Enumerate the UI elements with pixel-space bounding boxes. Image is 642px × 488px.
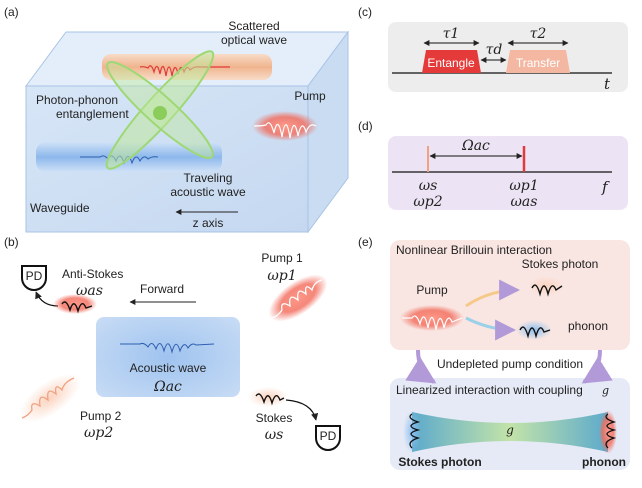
photon-phonon-label: Photon-phonon — [36, 93, 118, 107]
linearized-label: Linearized interaction with coupling — [396, 383, 583, 397]
entanglement-label: entanglement — [56, 107, 129, 121]
bottom-stokes-packet — [409, 413, 421, 449]
pd-left-detector — [21, 265, 47, 291]
pd-right-label: PD — [320, 429, 337, 443]
panel-e-tag: (e) — [358, 235, 373, 249]
omega-as-label-b: ωas — [76, 283, 103, 299]
omega-s-label-d: ωs — [419, 178, 438, 194]
pd-left-label: PD — [26, 269, 43, 283]
z-axis-label: z axis — [193, 216, 224, 230]
panel-c: (c) Entangle Transfer τ1 τ2 τd t — [358, 5, 628, 93]
taud-label: τd — [486, 42, 503, 58]
optical-wave-label: optical wave — [221, 33, 287, 47]
panel-d: (d) Ωac ωs ωp2 ωp1 ωas f — [358, 119, 628, 210]
t-axis-label: t — [604, 75, 611, 93]
stokes-to-pd-arrow — [285, 399, 319, 421]
right-transition-arrow — [581, 349, 613, 384]
nonlinear-title: Nonlinear Brillouin interaction — [396, 243, 552, 257]
pump-label-a: Pump — [294, 89, 326, 103]
scattered-label: Scattered — [228, 19, 279, 33]
anti-stokes-packet — [61, 301, 93, 314]
acoustic-box — [96, 317, 240, 397]
to-phonon-arrow — [465, 316, 517, 341]
acoustic-wave-label-a: acoustic wave — [170, 185, 246, 199]
omega-ac-label-d: Ωac — [461, 138, 490, 154]
tau1-label: τ1 — [443, 26, 460, 42]
omega-p2-label-d: ωp2 — [413, 194, 442, 210]
traveling-label: Traveling — [184, 171, 233, 185]
panel-a-tag: (a) — [4, 5, 19, 19]
acoustic-wave-label-b: Acoustic wave — [130, 361, 207, 375]
e-stokes-glow — [528, 276, 564, 296]
bottom-phonon-packet — [605, 413, 617, 449]
entangle-pulse — [422, 50, 481, 73]
e-pump-label: Pump — [416, 283, 448, 297]
omega-s-label-b: ωs — [265, 427, 284, 443]
f-axis-label: f — [601, 178, 610, 196]
pump2-label: Pump 2 — [80, 409, 122, 423]
stokes-packet — [255, 393, 285, 406]
e-phonon-packet — [519, 326, 551, 339]
pump2-packet — [21, 377, 75, 419]
transfer-label: Transfer — [516, 56, 560, 70]
e-phonon-label: phonon — [568, 319, 608, 333]
left-transition-arrow — [405, 349, 437, 384]
bottom-stokes-photon-label: Stokes photon — [398, 455, 481, 469]
bottom-phonon-label: phonon — [582, 455, 626, 469]
entanglement-node — [153, 106, 167, 120]
timing-background — [388, 22, 628, 92]
stokes-glow — [248, 387, 288, 407]
transfer-pulse — [506, 50, 570, 73]
pump2-glow — [19, 373, 81, 423]
forward-label: Forward — [140, 282, 184, 296]
omega-p1-label-b: ωp1 — [267, 268, 296, 284]
entangle-label: Entangle — [427, 56, 475, 70]
panel-b-tag: (b) — [4, 235, 19, 249]
panel-d-tag: (d) — [358, 119, 373, 133]
linearized-g-symbol: g — [602, 384, 609, 397]
omega-p1-label-d: ωp1 — [509, 178, 538, 194]
e-stokes-photon-label: Stokes photon — [522, 257, 599, 271]
anti-stokes-label: Anti-Stokes — [62, 267, 123, 281]
panel-b: (b) Acoustic wave Ωac Forward PD Anti-St… — [4, 235, 341, 451]
waveguide-label: Waveguide — [30, 201, 90, 215]
omega-ac-label-b: Ωac — [153, 379, 182, 395]
pump-packet — [253, 122, 317, 139]
omega-as-label-d: ωas — [511, 194, 538, 210]
coupling-g-label: g — [506, 423, 514, 437]
pd-right-detector — [315, 425, 341, 451]
e-pump-packet — [402, 315, 463, 331]
undepleted-label: Undepleted pump condition — [437, 357, 583, 371]
tau2-label: τ2 — [530, 26, 547, 42]
panel-a: (a) Scattered optical wave Pump Photon-p… — [4, 5, 349, 234]
to-stokes-arrow — [465, 279, 521, 308]
panel-e: (e) Nonlinear Brillouin interaction Pump… — [358, 235, 630, 470]
coupling-beam — [412, 412, 608, 452]
stokes-label: Stokes — [256, 411, 293, 425]
acoustic-box-packet — [120, 342, 215, 354]
e-stokes-packet — [531, 284, 563, 297]
pump1-label: Pump 1 — [261, 251, 303, 265]
pump1-packet — [271, 279, 323, 319]
omega-p2-label-b: ωp2 — [84, 425, 113, 441]
panel-c-tag: (c) — [358, 5, 372, 19]
